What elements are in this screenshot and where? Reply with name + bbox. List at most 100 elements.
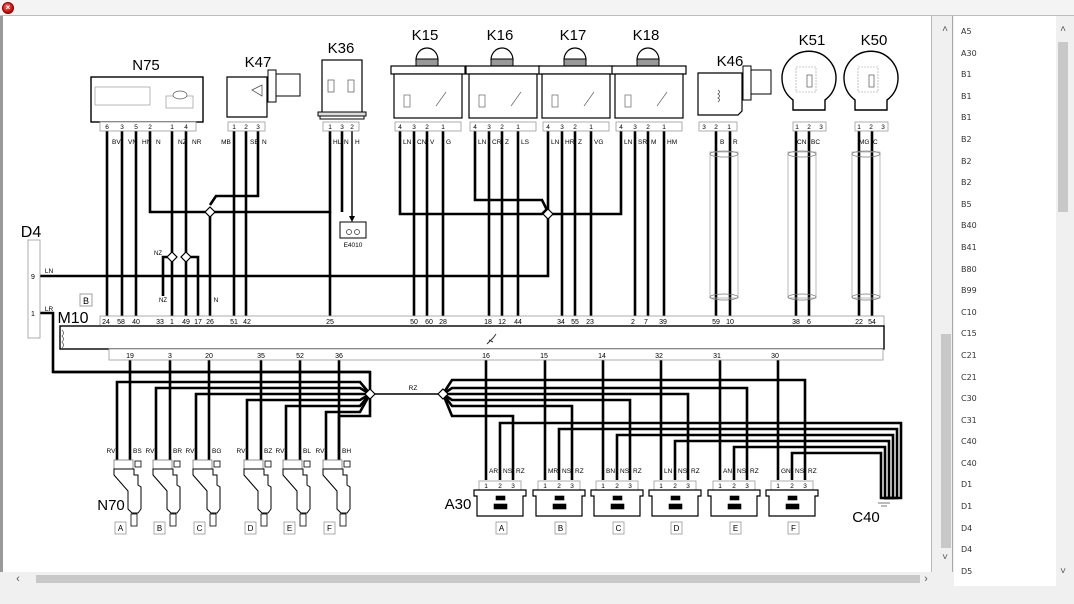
component-list-item[interactable]: B2: [961, 134, 972, 144]
wire-label: BS: [133, 448, 142, 455]
injector-connector: [192, 459, 213, 470]
component-list-item[interactable]: B80: [961, 264, 977, 274]
component-list-item[interactable]: B5: [961, 199, 972, 209]
component-list-item[interactable]: C21: [961, 372, 977, 382]
wire-label: GN: [781, 468, 791, 475]
pin-number: 2: [869, 124, 873, 131]
component-list-item[interactable]: C15: [961, 329, 977, 339]
component-list-item[interactable]: B1: [961, 113, 972, 123]
injector-ref-box: [283, 521, 296, 535]
component-list-item[interactable]: C40: [961, 458, 977, 468]
relay-dome: [490, 47, 514, 61]
k47-label: K47: [245, 54, 272, 71]
title-bar: ×: [0, 0, 1074, 16]
pin-number: 3: [702, 124, 706, 131]
pin-number: 3: [120, 124, 124, 131]
close-button[interactable]: ×: [2, 2, 14, 14]
scroll-right-button[interactable]: ›: [924, 573, 928, 585]
component-list-item[interactable]: B1: [961, 70, 972, 80]
fuel-injector: [152, 468, 181, 514]
diagram-vertical-scrollbar[interactable]: ˄ ˅: [933, 16, 953, 572]
splice-node: [166, 251, 178, 263]
component-list-item[interactable]: D4: [961, 545, 973, 555]
relay-pin-strip: [394, 121, 462, 132]
component-list-item[interactable]: B2: [961, 178, 972, 188]
wire-label: R: [733, 139, 738, 146]
relay-dome: [636, 47, 660, 61]
wire-label: RZ: [808, 468, 817, 475]
component-list-item[interactable]: B2: [961, 156, 972, 166]
component-list-item[interactable]: C30: [961, 394, 977, 404]
wire-label: RV: [107, 448, 117, 455]
diagram-vertical-scroll-thumb[interactable]: [941, 334, 951, 548]
list-vertical-scrollbar[interactable]: ˄ ˅: [1056, 16, 1070, 586]
component-list-item[interactable]: D5: [961, 566, 973, 576]
component-list-item[interactable]: C40: [961, 437, 977, 447]
coil-ref-box: [670, 521, 683, 535]
relay-switch: [656, 91, 668, 107]
component-list-item[interactable]: C31: [961, 415, 977, 425]
horizontal-scroll-thumb[interactable]: [36, 575, 920, 583]
sensor-icon: [251, 84, 263, 97]
m10-pin-number: 55: [571, 319, 579, 326]
pin-number: 1: [232, 124, 236, 131]
diagram-scroll-down-button[interactable]: ˅: [942, 552, 948, 563]
component-list-item[interactable]: B99: [961, 286, 977, 296]
coil-ref-box: [612, 521, 625, 535]
k51-label: K51: [799, 32, 826, 49]
pin-number: 5: [134, 124, 138, 131]
scroll-left-button[interactable]: ‹: [16, 573, 20, 585]
wire-label: RZ: [409, 385, 418, 392]
k36-pin-strip: [322, 121, 360, 132]
coil-element: [554, 495, 565, 501]
relay-top-plate: [465, 65, 541, 75]
wire-label: BZ: [264, 448, 272, 455]
component-list-item[interactable]: C10: [961, 307, 977, 317]
m10-top-pin-strip: [99, 315, 885, 327]
pin-number: 2: [425, 124, 429, 131]
wire-label: MR: [548, 468, 558, 475]
component-list-item[interactable]: B1: [961, 91, 972, 101]
list-vertical-scroll-thumb[interactable]: [1058, 42, 1068, 212]
component-list-item[interactable]: A5: [961, 27, 972, 36]
m10-pin-number: 49: [182, 319, 190, 326]
component-list-item[interactable]: D4: [961, 523, 973, 533]
k51-body: [781, 50, 837, 111]
splice-node: [204, 206, 216, 218]
component-list-item[interactable]: D1: [961, 502, 973, 512]
pin-number: 3: [560, 124, 564, 131]
wire-label: N: [214, 297, 219, 304]
n75-circuit: [94, 86, 151, 106]
component-list-item[interactable]: C21: [961, 350, 977, 360]
wire-label: LN: [664, 468, 673, 475]
component-list-item[interactable]: B41: [961, 242, 977, 252]
m10-bottom-pin-strip: [108, 348, 884, 361]
diagram-scroll-up-button[interactable]: ˄: [942, 24, 948, 35]
wire: [548, 131, 623, 216]
wire-label: LR: [45, 306, 54, 313]
wire-label: G: [446, 139, 451, 146]
wire-label: NS: [503, 468, 513, 475]
list-scroll-up-button[interactable]: ˄: [1060, 24, 1066, 35]
shield-ring: [709, 293, 739, 301]
wire-label: RV: [146, 448, 156, 455]
wire-label: RZ: [691, 468, 700, 475]
injector-label: C: [197, 524, 203, 533]
wire-label: RZ: [633, 468, 642, 475]
n75-body: [90, 76, 204, 123]
relay-switch: [510, 91, 522, 107]
pin-number: 4: [619, 124, 623, 131]
injector-label: E: [287, 524, 292, 533]
relay-top-plate: [611, 65, 687, 75]
list-scroll-down-button[interactable]: ˅: [1060, 566, 1066, 577]
horizontal-scrollbar[interactable]: ‹ ›: [3, 572, 932, 586]
component-list-item[interactable]: D1: [961, 480, 973, 490]
m10-pin-number: 54: [868, 319, 876, 326]
component-list-item[interactable]: A30: [961, 48, 977, 58]
pin-number: 2: [714, 124, 718, 131]
relay-coil: [551, 94, 559, 108]
m10-pin-number: 35: [257, 353, 265, 360]
component-list-item[interactable]: B40: [961, 221, 977, 231]
